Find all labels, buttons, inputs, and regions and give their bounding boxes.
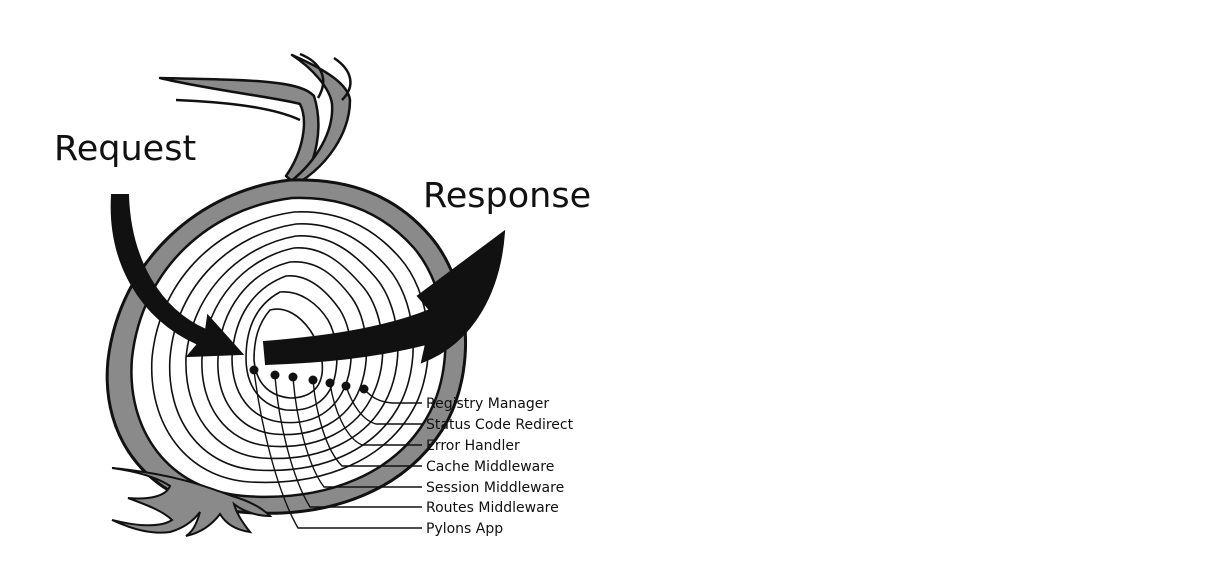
request-label: Request: [54, 129, 196, 169]
dot-registry-manager: [359, 384, 369, 394]
stem-sprout-2: [333, 56, 352, 101]
leader-status-code-redirect: [345, 385, 422, 425]
layer-label-registry-manager: Registry Manager: [426, 396, 549, 412]
dot-cache-middleware: [308, 375, 318, 385]
layer-label-pylons-app: Pylons App: [426, 521, 503, 537]
layer-label-cache-middleware: Cache Middleware: [426, 459, 554, 475]
response-arrow: [262, 229, 506, 366]
leader-cache-middleware: [312, 379, 422, 467]
onion-roots: [111, 467, 273, 537]
response-label: Response: [423, 176, 591, 216]
leader-pylons-app: [253, 369, 422, 529]
dot-error-handler: [325, 378, 335, 388]
leader-error-handler: [329, 382, 422, 446]
dot-status-code-redirect: [341, 381, 351, 391]
layer-dots: [249, 365, 369, 394]
layer-label-status-code-redirect: Status Code Redirect: [426, 417, 574, 433]
layer-labels: Registry Manager Status Code Redirect Er…: [426, 396, 574, 537]
stem-body: [284, 53, 352, 192]
stem-sprout-1: [299, 52, 325, 99]
leader-routes-middleware: [274, 374, 422, 508]
layer-label-session-middleware: Session Middleware: [426, 480, 564, 496]
dot-pylons-app: [249, 365, 259, 375]
dot-session-middleware: [288, 372, 298, 382]
layer-leaders: [253, 369, 422, 529]
stem-sprout-3: [175, 98, 301, 122]
request-arrow: [110, 194, 245, 358]
dot-routes-middleware: [270, 370, 280, 380]
layer-label-error-handler: Error Handler: [426, 438, 520, 454]
onion-stem: [158, 52, 352, 192]
leader-session-middleware: [292, 376, 422, 488]
layer-label-routes-middleware: Routes Middleware: [426, 500, 559, 516]
